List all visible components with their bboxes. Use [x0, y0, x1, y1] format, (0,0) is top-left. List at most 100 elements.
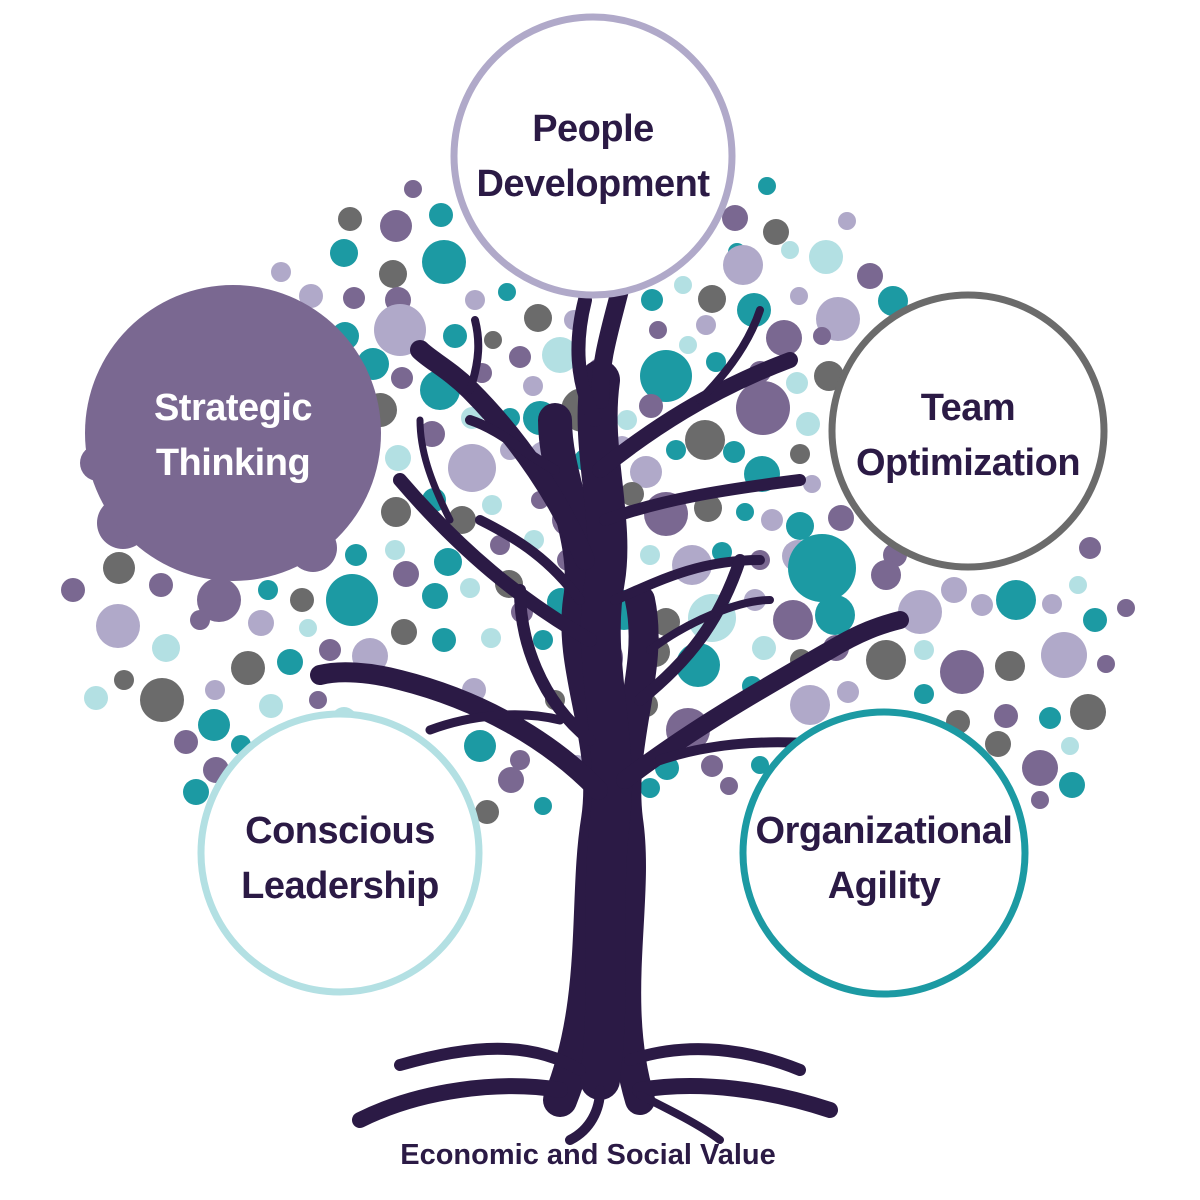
foliage-dot	[940, 650, 984, 694]
foliage-dot	[640, 545, 660, 565]
foliage-dot	[490, 535, 510, 555]
foliage-dot	[1069, 576, 1087, 594]
foliage-dot	[448, 506, 476, 534]
foliage-dot	[996, 580, 1036, 620]
foliage-dot	[343, 287, 365, 309]
foliage-dot	[679, 336, 697, 354]
foliage-dot	[103, 552, 135, 584]
foliage-dot	[790, 287, 808, 305]
foliage-dot	[443, 324, 467, 348]
foliage-dot	[1039, 707, 1061, 729]
branch-mid-left-twig	[416, 416, 454, 524]
foliage-dot	[985, 731, 1011, 757]
foliage-dot	[190, 610, 210, 630]
branch-upper-center-2	[571, 293, 602, 427]
branch-upper-left	[410, 340, 595, 570]
foliage-dot	[898, 590, 942, 634]
foliage-dot	[391, 367, 413, 389]
foliage-dot	[878, 286, 908, 316]
foliage-dot	[484, 331, 502, 349]
foliage-dot	[751, 756, 769, 774]
node-label-line: Agility	[828, 865, 941, 907]
foliage-dot	[971, 594, 993, 616]
branch-right-1	[592, 352, 798, 478]
node-label-line: Thinking	[156, 442, 310, 484]
foliage-dot	[995, 651, 1025, 681]
foliage-dot	[277, 649, 303, 675]
foliage-dot	[723, 245, 763, 285]
foliage-dot	[712, 542, 732, 562]
foliage-dot	[815, 595, 855, 635]
foliage-dot	[309, 691, 327, 709]
foliage-dot	[994, 704, 1018, 728]
foliage-dot	[475, 800, 499, 824]
branch-lower-left-2	[514, 584, 596, 746]
foliage-dot	[788, 534, 856, 602]
foliage-dot	[736, 503, 754, 521]
foliage-dot	[385, 445, 411, 471]
foliage-dot	[510, 750, 530, 770]
node-label-line: People	[532, 108, 654, 150]
foliage-dot	[460, 578, 480, 598]
foliage-dot	[429, 203, 453, 227]
node-label-line: Development	[476, 163, 710, 205]
foliage-dot	[639, 394, 663, 418]
foliage-dot	[152, 634, 180, 662]
root-center	[565, 1085, 605, 1145]
foliage-dot	[345, 544, 367, 566]
foliage-dot	[464, 730, 496, 762]
foliage-dot	[498, 767, 524, 793]
foliage-dot	[781, 241, 799, 259]
foliage-dot	[722, 205, 748, 231]
foliage-dot	[1117, 599, 1135, 617]
trunk-right-edge	[611, 585, 659, 1115]
foliage-dot	[385, 540, 405, 560]
root-left-2	[394, 1042, 586, 1076]
foliage-dot	[96, 604, 140, 648]
foliage-dot	[482, 495, 502, 515]
branch-right-2	[599, 474, 806, 526]
foliage-dot	[198, 709, 230, 741]
foliage-dot	[914, 684, 934, 704]
foliage-dot	[259, 694, 283, 718]
node-circle	[85, 285, 381, 581]
foliage-dot	[481, 628, 501, 648]
foliage-dot	[640, 778, 660, 798]
node-label-line: Strategic	[154, 387, 312, 429]
root-right-2	[624, 1043, 806, 1076]
foliage-dot	[736, 381, 790, 435]
foliage-dot	[630, 456, 662, 488]
foliage-dot	[1041, 632, 1087, 678]
foliage-dot	[828, 505, 854, 531]
foliage-dot	[393, 561, 419, 587]
foliage-dot	[381, 497, 411, 527]
foliage-dot	[1031, 791, 1049, 809]
foliage-dot	[432, 628, 456, 652]
foliage-dot	[299, 284, 323, 308]
root-left	[352, 1078, 568, 1128]
node-circles: PeopleDevelopmentStrategicThinkingTeamOp…	[80, 13, 1108, 998]
foliage-dot	[1042, 594, 1062, 614]
foliage-dot	[737, 293, 771, 327]
foliage-dot	[448, 444, 496, 492]
branch-lower-right	[616, 611, 909, 789]
foliage-dot	[61, 578, 85, 602]
foliage-dot	[871, 560, 901, 590]
foliage-dot	[183, 779, 209, 805]
foliage-dot	[813, 327, 831, 345]
foliage-dot	[649, 321, 667, 339]
foliage-dot	[509, 346, 531, 368]
branch-left-2	[465, 415, 560, 475]
foliage-dot	[205, 680, 225, 700]
foliage-dot	[534, 797, 552, 815]
foliage-dot	[434, 548, 462, 576]
foliage-dot	[803, 475, 821, 493]
foliage-dot	[422, 240, 466, 284]
foliage-dot	[465, 290, 485, 310]
foliage-dot	[790, 444, 810, 464]
foliage-dot	[1061, 737, 1079, 755]
branch-lower-right-2	[634, 554, 746, 706]
foliage-dot	[766, 320, 802, 356]
